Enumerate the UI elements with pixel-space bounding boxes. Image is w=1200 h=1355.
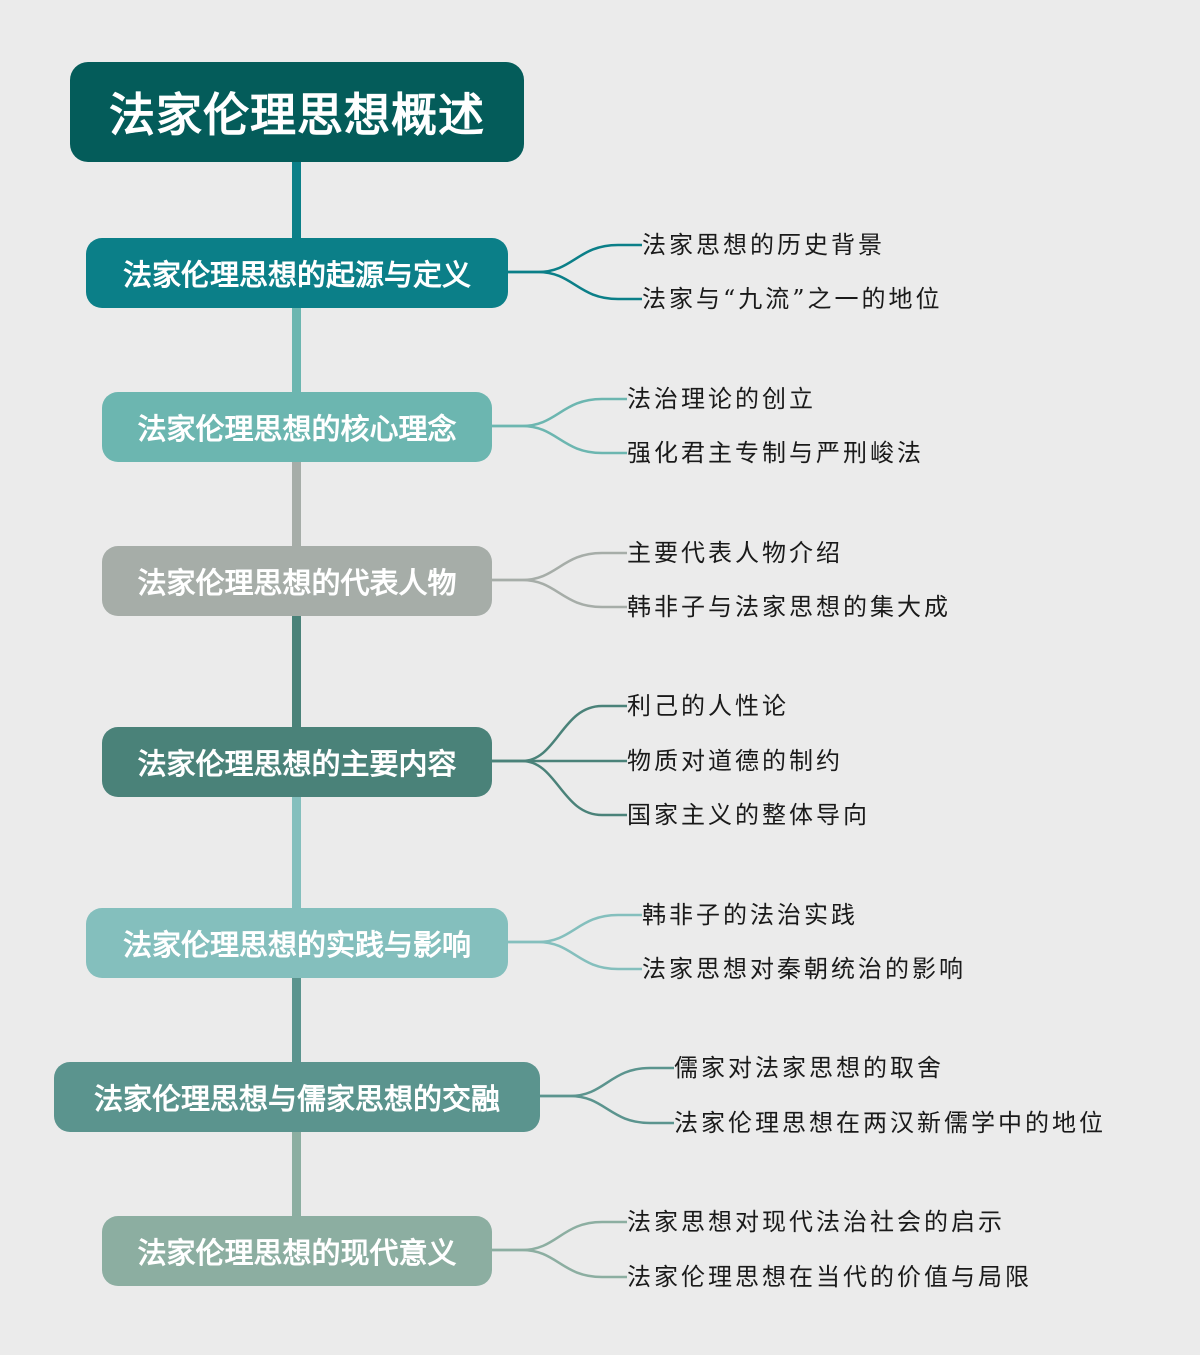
connector-curve [508, 913, 642, 944]
branch-modern-significance[interactable]: 法家伦理思想的现代意义 [102, 1216, 492, 1286]
trunk-segment-6 [292, 1130, 301, 1218]
connector-curve [508, 270, 642, 301]
connector-curve [492, 578, 627, 609]
trunk-segment-1 [292, 306, 301, 394]
leaf-historical-background[interactable]: 法家思想的历史背景 [642, 231, 885, 259]
leaf-rule-of-law-theory[interactable]: 法治理论的创立 [627, 385, 816, 413]
connector-curve [508, 940, 642, 971]
leaf-hanfeizi-synthesis[interactable]: 韩非子与法家思想的集大成 [627, 593, 951, 621]
connector-curve [540, 1066, 674, 1098]
trunk-segment-2 [292, 460, 301, 548]
branch-practice-influence[interactable]: 法家伦理思想的实践与影响 [86, 908, 508, 978]
trunk-segment-0 [292, 160, 301, 240]
trunk-segment-4 [292, 795, 301, 910]
branch-origin-definition[interactable]: 法家伦理思想的起源与定义 [86, 238, 508, 308]
leaf-confucian-selection[interactable]: 儒家对法家思想的取舍 [674, 1054, 944, 1082]
connector-curve [492, 704, 627, 763]
leaf-han-neo-confucianism[interactable]: 法家伦理思想在两汉新儒学中的地位 [674, 1109, 1106, 1137]
leaf-contemporary-value-limits[interactable]: 法家伦理思想在当代的价值与局限 [627, 1263, 1032, 1291]
connector-curve [492, 424, 627, 455]
leaf-qin-dynasty-influence[interactable]: 法家思想对秦朝统治的影响 [642, 955, 966, 983]
trunk-segment-3 [292, 614, 301, 729]
branch-main-content[interactable]: 法家伦理思想的主要内容 [102, 727, 492, 797]
connector-curve [492, 1248, 627, 1279]
trunk-segment-5 [292, 976, 301, 1064]
branch-core-concepts[interactable]: 法家伦理思想的核心理念 [102, 392, 492, 462]
connector-curve [508, 243, 642, 274]
leaf-main-figures[interactable]: 主要代表人物介绍 [627, 539, 843, 567]
connector-curve [492, 759, 627, 817]
connector-curve [492, 397, 627, 428]
leaf-material-moral-constraint[interactable]: 物质对道德的制约 [627, 747, 843, 775]
leaf-statism-orientation[interactable]: 国家主义的整体导向 [627, 801, 870, 829]
leaf-autocracy-harsh-law[interactable]: 强化君主专制与严刑峻法 [627, 439, 924, 467]
connector-curve [492, 551, 627, 582]
branch-confucian-fusion[interactable]: 法家伦理思想与儒家思想的交融 [54, 1062, 540, 1132]
leaf-hanfeizi-practice[interactable]: 韩非子的法治实践 [642, 901, 858, 929]
connector-curve [540, 1094, 674, 1125]
root-topic[interactable]: 法家伦理思想概述 [70, 62, 524, 162]
connector-curve [492, 1220, 627, 1252]
leaf-modern-rule-of-law-insight[interactable]: 法家思想对现代法治社会的启示 [627, 1208, 1005, 1236]
leaf-nine-schools-status[interactable]: 法家与“九流”之一的地位 [642, 285, 943, 313]
branch-representatives[interactable]: 法家伦理思想的代表人物 [102, 546, 492, 616]
leaf-selfish-human-nature[interactable]: 利己的人性论 [627, 692, 789, 720]
